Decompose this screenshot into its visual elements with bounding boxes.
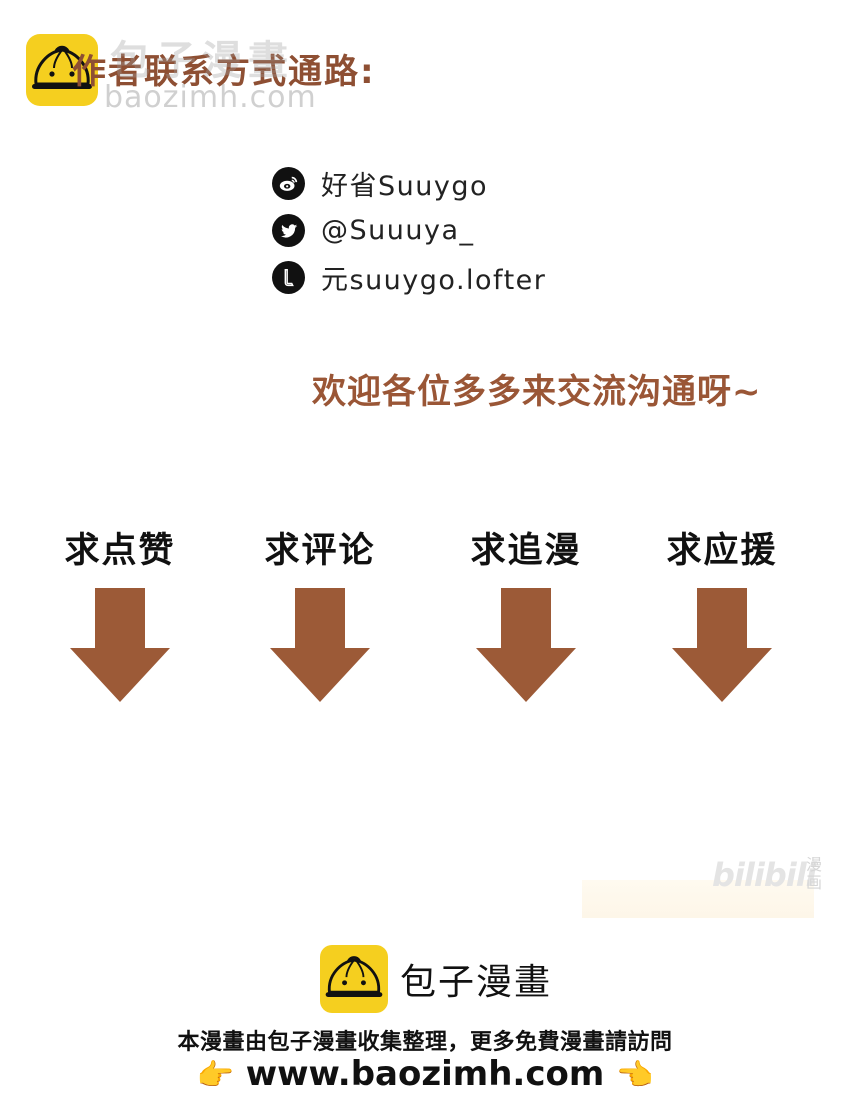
contact-weibo-text: 好省Suuygo [321,171,488,202]
footer-url-link[interactable]: www.baozimh.com [245,1054,605,1094]
ask-support-label: 求应援 [666,531,778,571]
ask-comment-label: 求评论 [264,531,376,571]
contact-twitter: @Suuuya_ [272,207,546,254]
bilibili-logo: bilibili [712,856,817,894]
weibo-icon [272,167,305,200]
arrow-down-icon [240,588,400,708]
pointing-right-icon: 👉 [196,1058,234,1093]
contact-lofter-text: 元suuygo.lofter [321,265,547,296]
watermark-brand: 包子漫畫 [110,38,294,84]
arrow-down-icon [642,588,802,708]
baozi-logo [320,945,388,1013]
arrow-down-icon [40,588,200,708]
ask-follow-label: 求追漫 [470,531,582,571]
pointing-left-icon: 👈 [616,1058,654,1093]
contact-lofter: 元suuygo.lofter [272,254,546,301]
contact-heading: 作者联系方式通路: [72,52,376,92]
lofter-icon [272,261,305,294]
ask-like: 求点赞 [40,528,200,708]
footer-note: 本漫畫由包子漫畫收集整理，更多免費漫畫請訪問 [177,1030,673,1055]
contact-weibo: 好省Suuygo [272,160,546,207]
watermark-url: baozimh.com [104,80,317,115]
ask-support: 求应援 [642,528,802,708]
arrow-down-icon [446,588,606,708]
ask-follow: 求追漫 [446,528,606,708]
footer-url-row: 👉 www.baozimh.com 👈 [0,1054,850,1094]
welcome-message: 欢迎各位多多来交流沟通呀~ [312,372,762,412]
bilibili-band [582,880,814,918]
baozi-logo-watermark [26,34,98,106]
twitter-icon [272,214,305,247]
bilibili-cn-label: 漫画 [806,855,823,892]
bun-icon [32,45,92,89]
ask-like-label: 求点赞 [64,531,176,571]
ask-comment: 求评论 [240,528,400,708]
contact-list: 好省Suuygo @Suuuya_ 元suuygo.lofter [272,160,546,301]
contact-twitter-text: @Suuuya_ [321,215,475,246]
bun-icon [325,956,383,997]
footer-brand: 包子漫畫 [320,945,552,1013]
footer-brand-title: 包子漫畫 [400,962,553,1003]
